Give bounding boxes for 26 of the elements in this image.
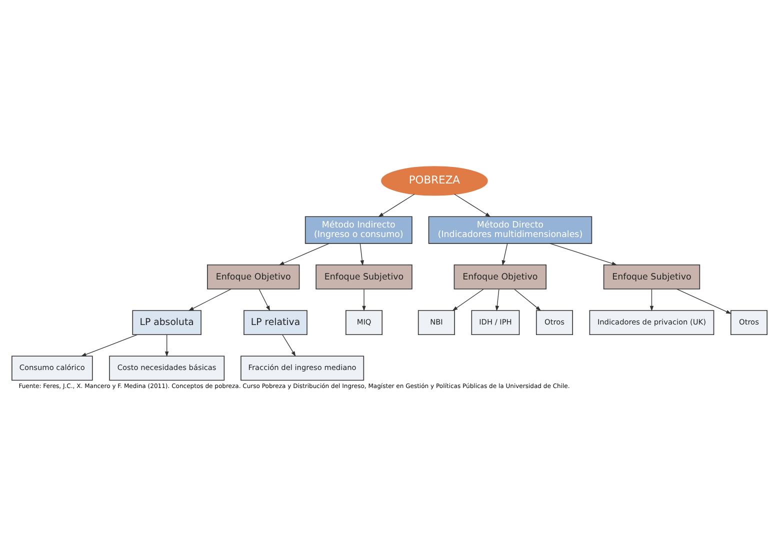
arrow (502, 242, 508, 266)
arrow (282, 334, 296, 356)
arrow (550, 242, 618, 265)
arrow (362, 288, 366, 311)
arrow (495, 288, 500, 311)
arrow (278, 242, 330, 265)
arrow (514, 288, 542, 310)
node-box: Método Indirecto (Ingreso o consumo) (304, 216, 412, 244)
node-box: Enfoque Objetivo (454, 264, 546, 289)
arrow (378, 193, 415, 217)
arrow (360, 242, 364, 266)
arrow (258, 288, 270, 311)
arrow (452, 288, 484, 310)
arrow (454, 193, 491, 217)
arrow (676, 288, 732, 314)
node-box: Método Directo (Indicadores multidimensionales) (428, 216, 592, 244)
arrow (188, 288, 232, 310)
arrow (650, 288, 654, 311)
node-box: Enfoque Subjetivo (316, 264, 412, 289)
node-ellipse: POBREZA (381, 166, 488, 196)
node-box: LP relativa (244, 310, 308, 335)
node-box: LP absoluta (132, 310, 202, 335)
arrow (80, 334, 138, 356)
node-box: Enfoque Subjetivo (603, 264, 700, 289)
node-box: Enfoque Objetivo (207, 264, 300, 289)
arrow (164, 334, 169, 356)
